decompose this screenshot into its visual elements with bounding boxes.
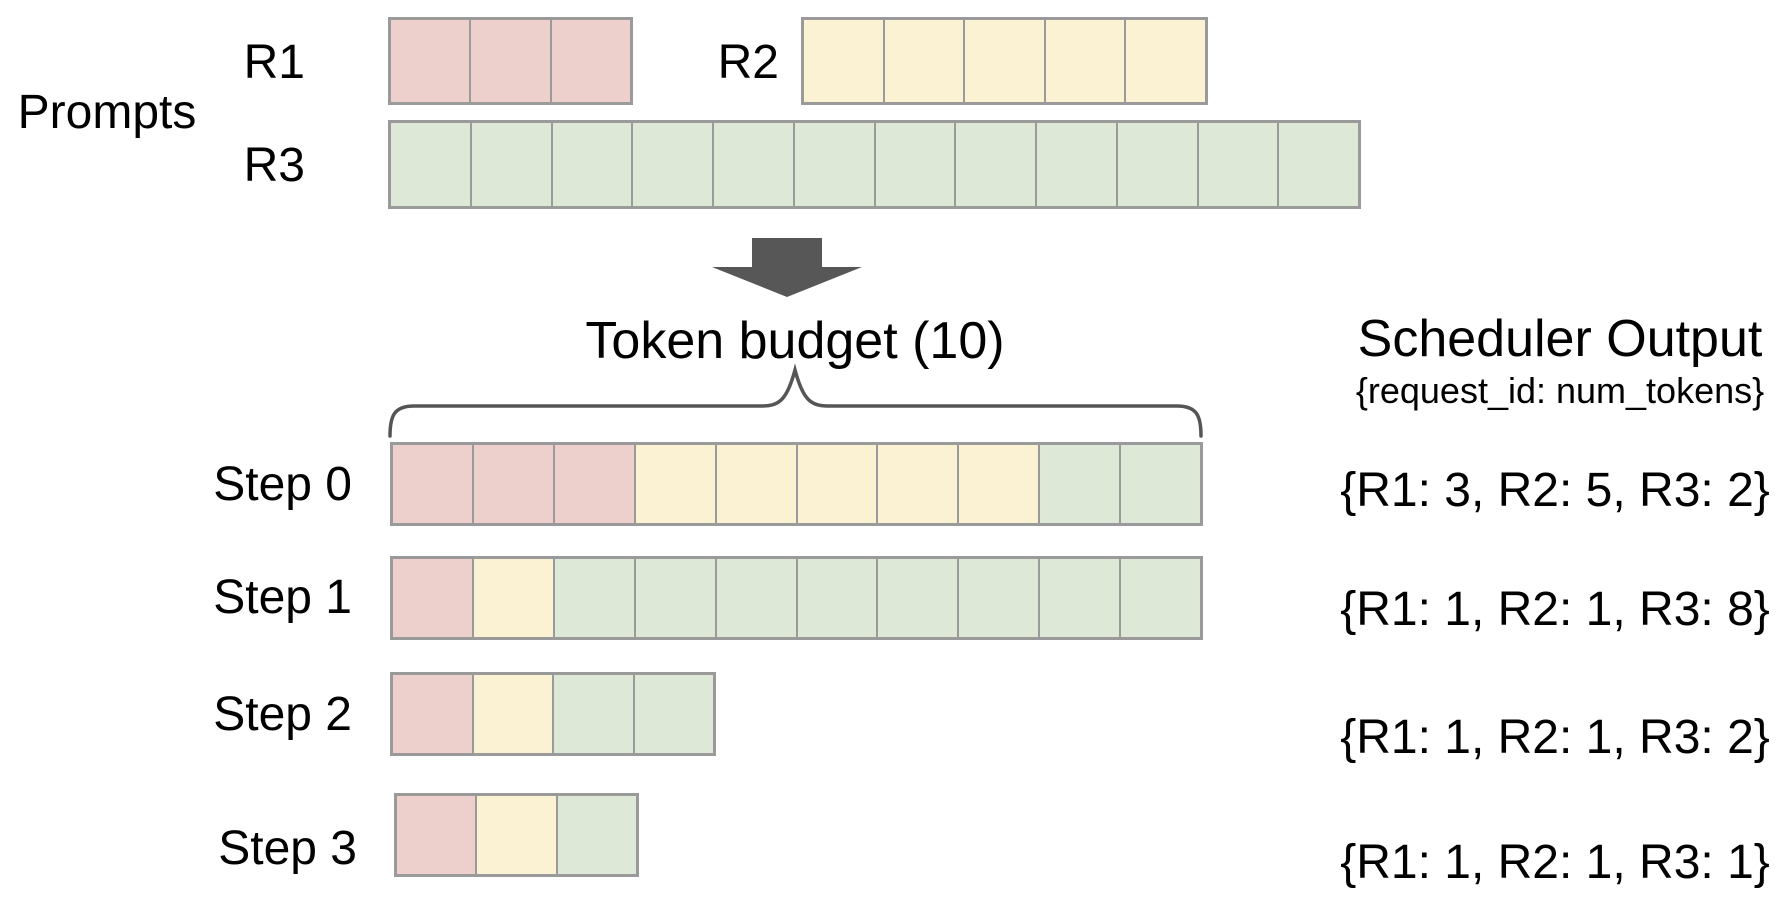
token-cell-r3 (712, 123, 793, 206)
step-1-row (390, 556, 1203, 640)
prompt-row-r3 (388, 120, 1361, 209)
prompt-row-label-r2: R2 (717, 36, 779, 89)
token-cell-r2 (471, 559, 553, 637)
step-3-output: {R1: 1, R2: 1, R3: 1} (1340, 836, 1770, 889)
step-0-output: {R1: 3, R2: 5, R3: 2} (1340, 464, 1770, 517)
step-3-row (394, 793, 639, 877)
token-cell-r3 (957, 559, 1039, 637)
step-2-label: Step 2 (213, 688, 352, 741)
token-budget-label: Token budget (10) (585, 312, 1005, 370)
token-cell-r1 (469, 20, 550, 102)
scheduler-output-title: Scheduler Output (1357, 310, 1763, 368)
step-2-output: {R1: 1, R2: 1, R3: 2} (1340, 711, 1770, 764)
token-cell-r3 (1277, 123, 1358, 206)
token-cell-r1 (397, 796, 476, 874)
token-cell-r3 (550, 123, 632, 206)
down-arrow-stem (752, 238, 822, 267)
token-cell-r3 (632, 675, 713, 753)
step-0-row (390, 442, 1203, 526)
token-cell-r2 (957, 445, 1039, 523)
token-cell-r1 (552, 445, 634, 523)
token-cell-r2 (1043, 20, 1125, 102)
token-cell-r3 (631, 123, 712, 206)
token-cell-r3 (873, 123, 955, 206)
token-cell-r3 (1119, 559, 1201, 637)
token-budget-brace (388, 358, 1203, 440)
token-cell-r2 (795, 445, 877, 523)
token-cell-r2 (1124, 20, 1205, 102)
scheduler-output-subtitle: {request_id: num_tokens} (1355, 370, 1765, 411)
token-cell-r2 (876, 445, 958, 523)
token-cell-r1 (393, 559, 472, 637)
token-cell-r3 (795, 559, 877, 637)
token-cell-r2 (963, 20, 1044, 102)
token-cell-r2 (714, 445, 796, 523)
step-0-label: Step 0 (213, 458, 352, 511)
token-cell-r2 (633, 445, 715, 523)
token-cell-r3 (469, 123, 551, 206)
token-cell-r1 (471, 445, 553, 523)
brace-path (388, 363, 1203, 438)
token-cell-r1 (391, 20, 470, 102)
token-cell-r1 (549, 20, 630, 102)
token-cell-r3 (792, 123, 874, 206)
token-cell-r3 (1119, 445, 1201, 523)
token-cell-r2 (882, 20, 964, 102)
token-cell-r3 (391, 123, 470, 206)
token-cell-r2 (471, 675, 552, 753)
token-cell-r3 (954, 123, 1035, 206)
token-cell-r2 (804, 20, 883, 102)
token-cell-r3 (1115, 123, 1197, 206)
prompt-row-label-r3: R3 (243, 139, 305, 192)
down-arrow-icon (712, 238, 862, 297)
token-cell-r2 (475, 796, 556, 874)
token-cell-r3 (1038, 445, 1120, 523)
token-cell-r1 (393, 675, 472, 753)
token-cell-r3 (552, 559, 634, 637)
token-cell-r3 (1038, 559, 1120, 637)
token-cell-r3 (552, 675, 633, 753)
down-arrow-head (712, 267, 862, 297)
token-cell-r3 (876, 559, 958, 637)
prompt-row-r2 (801, 17, 1208, 105)
token-cell-r3 (1035, 123, 1116, 206)
prompts-section-label: Prompts (17, 86, 197, 139)
token-cell-r3 (1196, 123, 1278, 206)
step-1-label: Step 1 (213, 571, 352, 624)
token-cell-r1 (393, 445, 472, 523)
token-cell-r3 (633, 559, 715, 637)
step-3-label: Step 3 (218, 822, 357, 875)
step-2-row (390, 672, 716, 756)
step-1-output: {R1: 1, R2: 1, R3: 8} (1340, 583, 1770, 636)
prompt-row-label-r1: R1 (243, 36, 305, 89)
token-cell-r3 (714, 559, 796, 637)
token-cell-r3 (555, 796, 636, 874)
prompt-row-r1 (388, 17, 633, 105)
